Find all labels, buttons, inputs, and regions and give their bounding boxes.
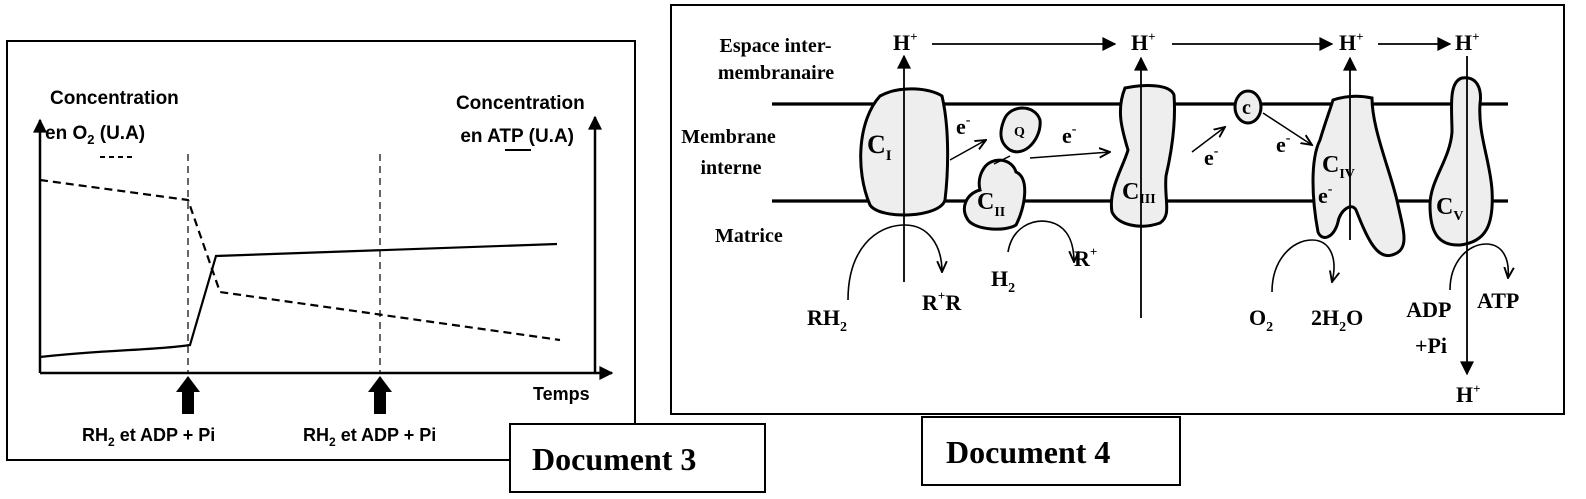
electron-3: e- — [1204, 144, 1219, 170]
document-4: Espace inter- membranaire Membrane inter… — [670, 4, 1565, 415]
document-3: Concentration en O2 (U.A) Concentration … — [6, 40, 636, 461]
label-r-plus-r: R+R — [922, 288, 962, 315]
label-q: Q — [1014, 125, 1025, 140]
reaction-arrow-c1 — [847, 224, 942, 301]
h-plus-4: H+ — [1455, 29, 1480, 55]
e-arrow-c3-c — [1191, 127, 1225, 153]
h-plus-top-row: H+ H+ H+ H+ — [893, 29, 1480, 55]
label-c2: CII — [977, 189, 1005, 220]
label-c4: CIV — [1322, 152, 1355, 182]
label-c1: CI — [867, 130, 892, 164]
label-r-plus: R+ — [1074, 244, 1097, 271]
injection-label-1: RH2 et ADP + Pi — [82, 425, 215, 449]
h-plus-2: H+ — [1131, 29, 1156, 55]
complex-q — [999, 106, 1042, 154]
h-plus-3: H+ — [1339, 29, 1364, 55]
e-arrow-c1-q — [949, 140, 986, 161]
label-rh2: RH2 — [807, 305, 847, 335]
injection-arrow-1 — [176, 376, 200, 414]
label-o2: O2 — [1249, 305, 1273, 335]
svg-text:Document 4: Document 4 — [946, 434, 1110, 470]
caption-document-4: Document 4 — [921, 416, 1181, 486]
caption-document-3: Document 3 — [509, 423, 766, 493]
electron-labels: e- e- e- e- e- — [956, 113, 1333, 208]
injection-arrow-2 — [368, 376, 392, 414]
h-plus-bottom: H+ — [1456, 381, 1481, 407]
e-arrow-q-c3 — [1029, 152, 1110, 159]
complex-c4 — [1311, 94, 1406, 258]
doc4-frame — [670, 4, 1565, 415]
x-label: Temps — [533, 384, 590, 404]
label-c5: CV — [1436, 194, 1463, 224]
electron-4: e- — [1276, 131, 1291, 157]
injection-label-2: RH2 et ADP + Pi — [303, 425, 436, 449]
electron-1: e- — [956, 113, 971, 139]
e-arrow-c-c4 — [1262, 112, 1312, 145]
complex-c3 — [1109, 84, 1177, 228]
label-2h2o: 2H2O — [1311, 305, 1363, 335]
label-h2: H2 — [991, 266, 1015, 296]
reaction-arrow-c2 — [1007, 220, 1074, 262]
label-c: c — [1242, 97, 1251, 119]
zone-membrane: Membrane interne — [681, 126, 780, 179]
reaction-arrow-c4 — [1271, 239, 1334, 293]
zone-espace: Espace inter- membranaire — [718, 35, 837, 84]
y-right-label: Concentration en ATP (U.A) — [456, 93, 590, 147]
h-plus-1: H+ — [893, 29, 918, 55]
svg-text:Document 3: Document 3 — [532, 441, 696, 477]
o2-curve — [39, 178, 561, 342]
cytochrome-c — [1233, 89, 1263, 125]
e-arrow-c2-q — [993, 155, 1011, 165]
label-c3: CIII — [1122, 179, 1156, 207]
y-left-label: Concentration en O2 (U.A) — [45, 88, 184, 147]
label-atp: ATP — [1477, 288, 1519, 313]
reaction-arrow-c5 — [1449, 243, 1508, 291]
atp-curve — [39, 242, 558, 359]
electron-5: e- — [1318, 182, 1333, 208]
complex-c2 — [963, 158, 1027, 231]
complex-c5 — [1428, 76, 1494, 247]
label-adp-pi: ADP +Pi — [1406, 297, 1456, 358]
zone-matrice: Matrice — [715, 225, 783, 247]
doc3-frame — [6, 40, 636, 461]
electron-2: e- — [1062, 122, 1077, 148]
